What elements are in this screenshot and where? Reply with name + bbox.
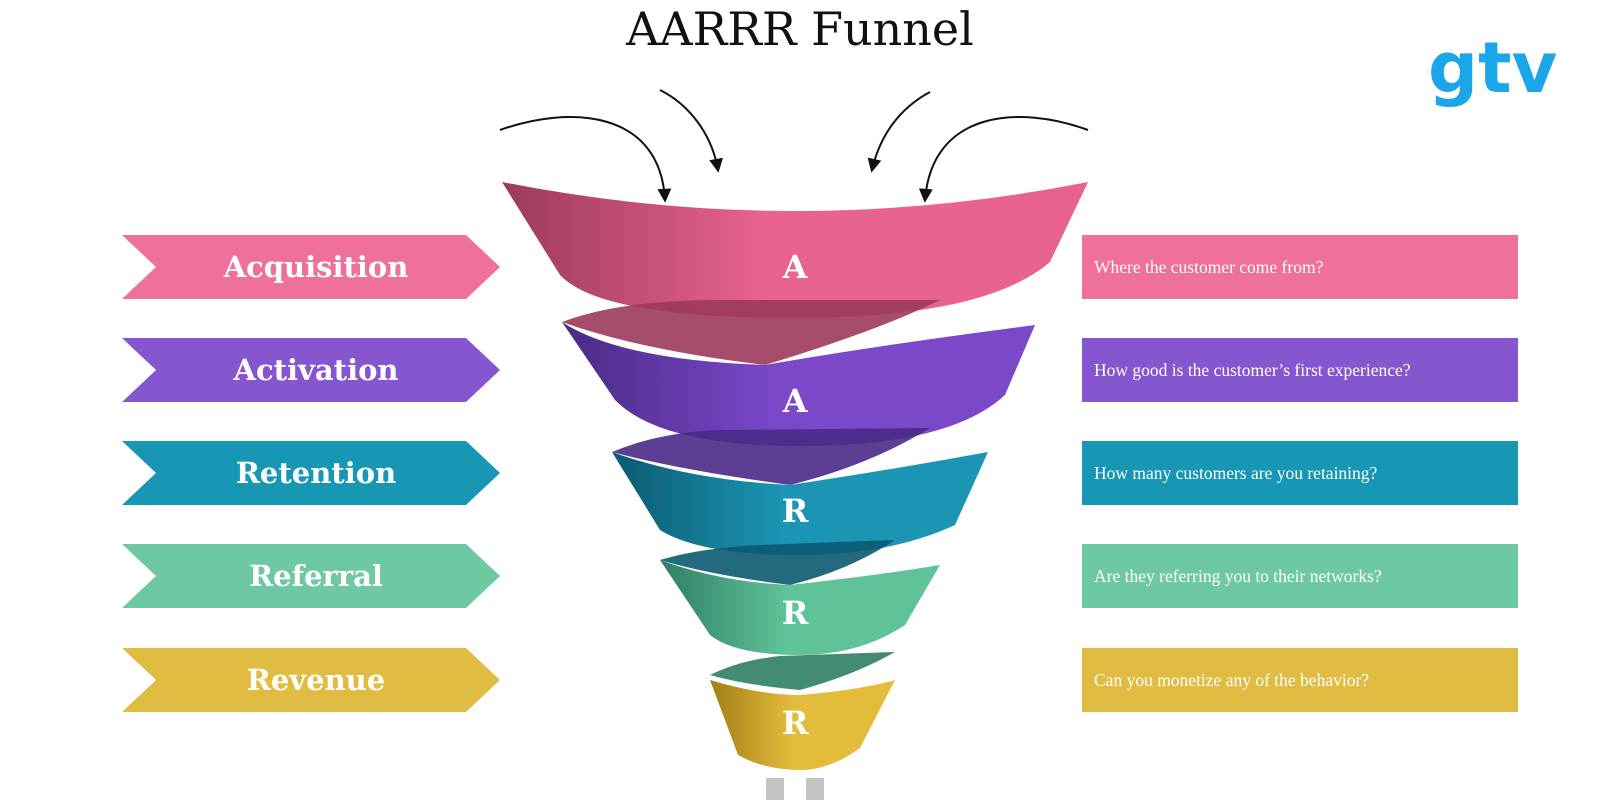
question-box-retention: How many customers are you retaining? [1082,441,1518,505]
question-box-acquisition: Where the customer come from? [1082,235,1518,299]
stage-tag-revenue: Revenue [122,648,500,712]
incoming-arrows [499,89,1089,203]
stage-label: Referral [249,559,383,593]
funnel-layers: A A R R R [502,182,1088,770]
funnel-band [612,452,988,555]
gtv-logo: gtv [1428,30,1557,109]
question-text: How good is the customer’s first experie… [1094,359,1411,380]
funnel-twist [710,652,895,690]
funnel-layer-referral: R [660,560,940,690]
funnel-letter: R [782,594,809,632]
funnel-letter: R [782,492,809,530]
funnel-twist [562,300,940,365]
funnel-layer-revenue: R [710,680,895,770]
logo-text: gtv [1428,30,1557,109]
funnel-band [502,182,1088,318]
funnel-layer-acquisition: A [502,182,1088,365]
question-text: Where the customer come from? [1094,256,1324,277]
stage-tag-retention: Retention [122,441,500,505]
funnel-band [562,322,1035,446]
funnel-stand-left [766,778,784,800]
question-box-revenue: Can you monetize any of the behavior? [1082,648,1518,712]
funnel-twist [660,540,895,585]
question-text: How many customers are you retaining? [1094,462,1378,483]
stage-tag-acquisition: Acquisition [122,235,500,299]
stage-label: Acquisition [223,250,409,284]
funnel-twist [612,428,930,485]
funnel-layer-activation: A [562,322,1035,485]
funnel-letter: A [782,382,809,420]
arrow-outer-left [499,116,672,203]
funnel-stand-right [806,778,824,800]
funnel-letter: R [782,704,809,742]
question-text: Can you monetize any of the behavior? [1094,669,1370,690]
stage-tag-activation: Activation [122,338,500,402]
funnel-letter: A [782,248,809,286]
diagram-title: AARRR Funnel [626,2,974,56]
arrow-inner-right [867,91,931,173]
question-text: Are they referring you to their networks… [1094,565,1382,586]
funnel-band [710,680,895,770]
stage-label: Activation [233,353,399,387]
arrow-inner-left [659,89,724,173]
stage-label: Revenue [246,663,386,697]
arrow-outer-right [918,116,1089,203]
question-box-activation: How good is the customer’s first experie… [1082,338,1518,402]
funnel-layer-retention: R [612,452,988,585]
stage-tag-referral: Referral [122,544,500,608]
question-box-referral: Are they referring you to their networks… [1082,544,1518,608]
funnel-band [660,560,940,655]
stage-label: Retention [235,456,397,490]
